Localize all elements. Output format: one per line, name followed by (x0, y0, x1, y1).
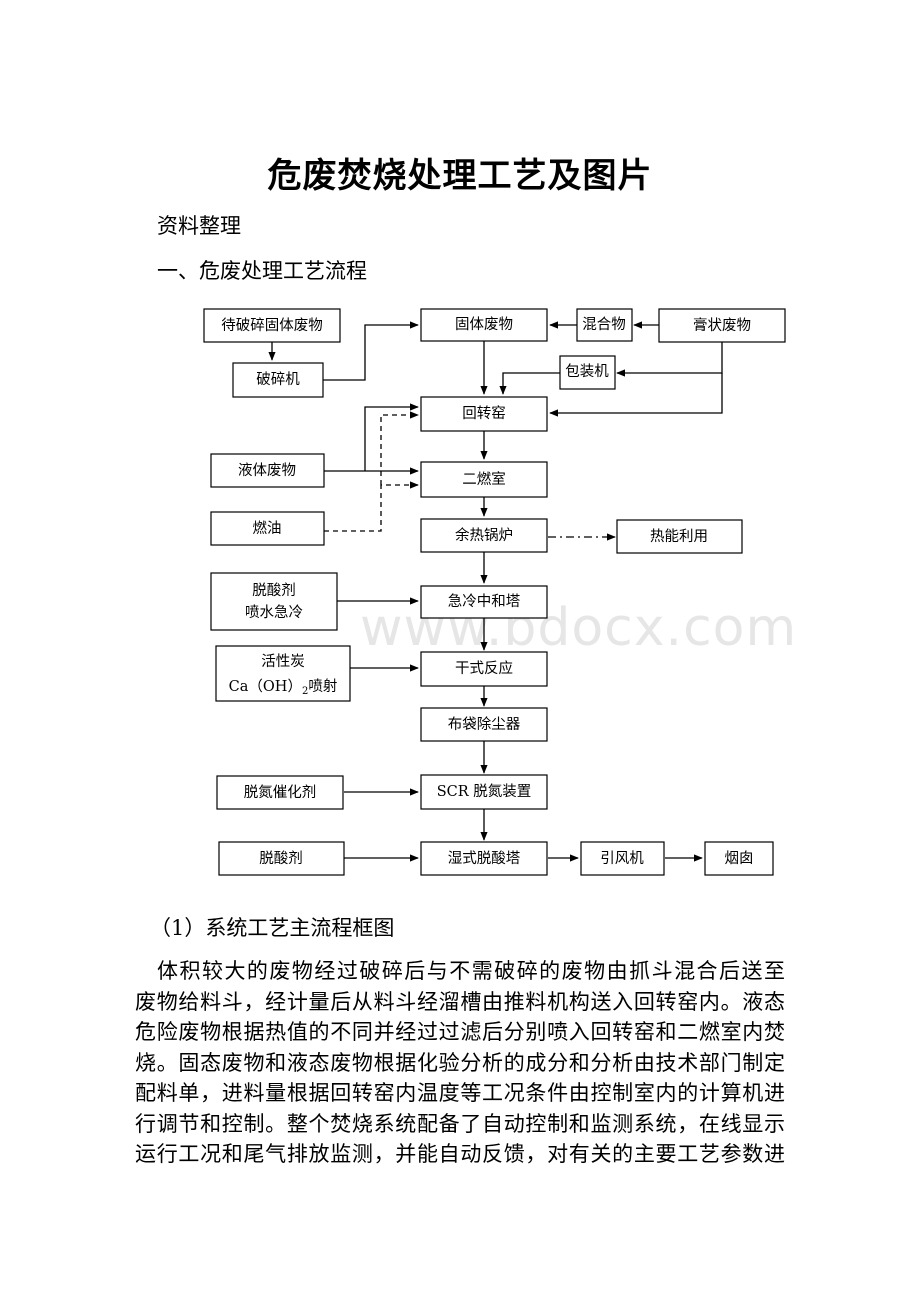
paragraph-line: 配料单，进料量根据回转窑内温度等工况条件由控制室内的计算机进 (135, 1081, 785, 1105)
svg-text:固体废物: 固体废物 (455, 316, 513, 333)
svg-text:脱酸剂: 脱酸剂 (252, 582, 296, 599)
node-fuel-oil: 燃油 (210, 511, 325, 546)
svg-text:脱酸剂: 脱酸剂 (259, 850, 303, 867)
svg-text:SCR 脱氮装置: SCR 脱氮装置 (437, 783, 532, 800)
flow-connectors (268, 321, 723, 862)
node-activated-carbon: 活性炭 Ca（OH）2喷射 (215, 645, 351, 702)
node-liquid-waste: 液体废物 (210, 453, 325, 488)
svg-text:Ca（OH）2喷射: Ca（OH）2喷射 (229, 678, 338, 697)
svg-text:布袋除尘器: 布袋除尘器 (448, 716, 521, 733)
node-solid-waste: 固体废物 (420, 308, 548, 342)
paragraph-line: 体积较大的废物经过破碎后与不需破碎的废物由抓斗混合后送至 (157, 959, 785, 983)
node-quench-tower: 急冷中和塔 (420, 585, 548, 619)
svg-text:待破碎固体废物: 待破碎固体废物 (221, 317, 323, 334)
svg-text:液体废物: 液体废物 (238, 462, 296, 479)
node-crusher: 破碎机 (232, 362, 324, 398)
document-title: 危废焚烧处理工艺及图片 (267, 156, 653, 196)
paragraph-line: 废物给料斗，经计量后从料斗经溜槽由推料机构送入回转窑内。液态 (135, 989, 785, 1014)
node-id-fan: 引风机 (580, 841, 665, 876)
node-rotary-kiln: 回转窑 (420, 396, 548, 432)
process-flowchart: 待破碎固体废物 破碎机 固体废物 混合物 膏状废物 包装机 回转窑 液体废物 二… (203, 308, 786, 876)
svg-text:余热锅炉: 余热锅炉 (455, 526, 513, 544)
svg-text:二燃室: 二燃室 (462, 470, 506, 488)
svg-text:引风机: 引风机 (600, 850, 644, 867)
paragraph-line: 烧。固态废物和液态废物根据化验分析的成分和分析由技术部门制定 (135, 1050, 785, 1075)
svg-text:破碎机: 破碎机 (256, 371, 300, 388)
svg-text:燃油: 燃油 (253, 519, 282, 537)
node-wet-tower: 湿式脱酸塔 (420, 841, 548, 876)
svg-text:包装机: 包装机 (565, 363, 609, 380)
node-packer: 包装机 (559, 355, 616, 390)
node-deacid-quench: 脱酸剂 喷水急冷 (210, 572, 338, 631)
node-bag-filter: 布袋除尘器 (420, 707, 548, 742)
svg-text:烟囱: 烟囱 (725, 850, 754, 867)
node-secondary-chamber: 二燃室 (420, 461, 548, 498)
figure-caption: （1）系统工艺主流程框图 (150, 916, 395, 940)
node-mixture: 混合物 (576, 308, 633, 342)
svg-text:脱氮催化剂: 脱氮催化剂 (244, 784, 317, 801)
svg-text:热能利用: 热能利用 (650, 528, 708, 545)
section-heading: 一、危废处理工艺流程 (157, 259, 367, 283)
svg-text:干式反应: 干式反应 (455, 659, 513, 677)
node-crush-waste: 待破碎固体废物 (203, 308, 341, 343)
node-heat-utilization: 热能利用 (616, 519, 743, 554)
paragraph-line: 运行工况和尾气排放监测，并能自动反馈，对有关的主要工艺参数进 (135, 1142, 785, 1166)
svg-text:喷水急冷: 喷水急冷 (245, 604, 303, 621)
svg-text:急冷中和塔: 急冷中和塔 (448, 593, 521, 610)
svg-text:活性炭: 活性炭 (261, 653, 305, 670)
paragraph-line: 行调节和控制。整个焚烧系统配备了自动控制和监测系统，在线显示 (135, 1111, 785, 1136)
document-subtitle: 资料整理 (157, 214, 241, 238)
node-paste-waste: 膏状废物 (658, 308, 786, 343)
node-dry-reaction: 干式反应 (420, 651, 548, 687)
svg-text:湿式脱酸塔: 湿式脱酸塔 (448, 850, 521, 867)
svg-text:回转窑: 回转窑 (462, 405, 506, 422)
paragraph-line: 危险废物根据热值的不同并经过过滤后分别喷入回转窑和二燃室内焚 (135, 1020, 785, 1044)
node-waste-heat-boiler: 余热锅炉 (420, 518, 548, 553)
node-deacid-agent: 脱酸剂 (218, 841, 345, 876)
body-paragraph: 体积较大的废物经过破碎后与不需破碎的废物由抓斗混合后送至 废物给料斗，经计量后从… (135, 956, 785, 1170)
node-scr: SCR 脱氮装置 (420, 774, 548, 810)
node-denox-catalyst: 脱氮催化剂 (216, 775, 344, 810)
svg-text:膏状废物: 膏状废物 (693, 317, 751, 334)
svg-text:混合物: 混合物 (582, 316, 626, 333)
node-chimney: 烟囱 (704, 841, 774, 876)
